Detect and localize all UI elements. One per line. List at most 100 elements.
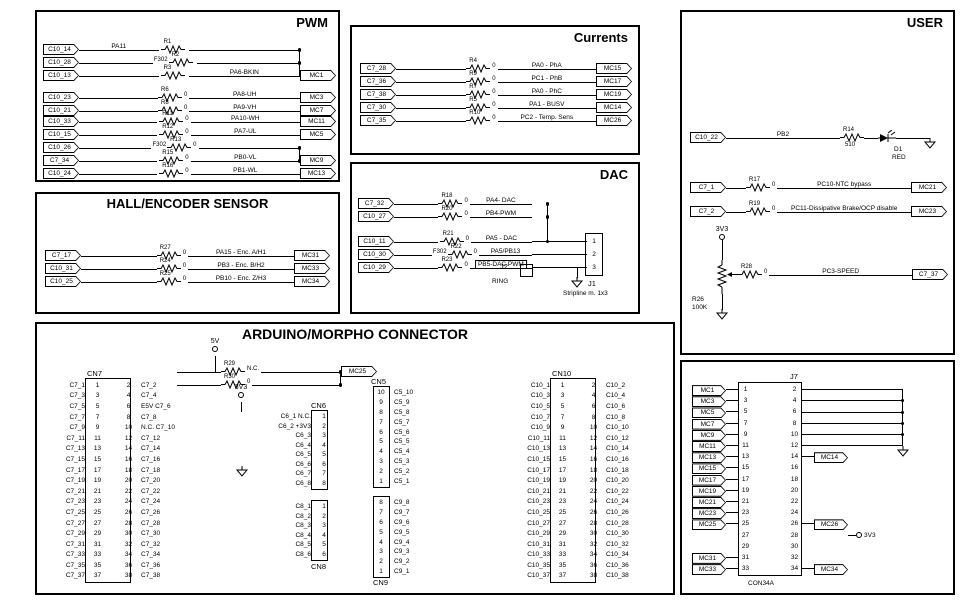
wire: PA4- DAC: [469, 196, 533, 209]
pin-number: 6: [379, 518, 383, 526]
pin-number: 4: [379, 538, 383, 546]
resistor-value: 0: [465, 236, 469, 242]
resistor-value: 0: [182, 276, 187, 282]
pin-number: 21: [93, 487, 102, 495]
wire: [79, 114, 158, 127]
wire: [177, 377, 221, 390]
dest-net-flag: MC31: [294, 250, 330, 261]
pin-net-label: C8_3: [295, 522, 311, 530]
connector-pin-row: MC23 23 24: [692, 507, 876, 518]
pin-net-label: C10_35: [527, 561, 550, 569]
connector-pin-row: MC7 7 8: [692, 418, 876, 429]
pin-net-label: C9_3: [394, 548, 410, 556]
dest-net-flag: MC19: [596, 89, 632, 100]
pin-net-label: C10_23: [527, 498, 550, 506]
connector-pin-row: 6 C9_6: [373, 518, 409, 528]
source-net-flag: C10_28: [43, 57, 79, 68]
source-net-flag: C10_30: [358, 249, 394, 260]
left-flag-group: MC19: [692, 484, 738, 497]
connector-outline: [585, 233, 603, 276]
pin-net-label: C6_4: [295, 441, 311, 449]
net-flag: MC23: [692, 508, 726, 519]
pin-net-label: C7_1: [69, 381, 85, 389]
currents-rows: C7_28 R4 0 PA0 - PhA MC15 C7_36 R9 0 PC1…: [360, 58, 632, 126]
connector-pin-row: 5 C5_5: [373, 437, 413, 447]
wire: [802, 412, 902, 413]
pin-net-label: C7_7: [69, 413, 85, 421]
pin-net-label: C5_4: [394, 448, 410, 456]
net-flag: MC21: [692, 497, 726, 508]
pin-number: 31: [741, 553, 750, 561]
pin-net-label: C7_15: [65, 455, 85, 463]
signal-row: C10_11 R21 0 PA5 - DAC: [358, 231, 568, 247]
pin-net-label: C7_17: [65, 466, 85, 474]
wire: PA11: [79, 42, 159, 55]
pin-number: 1: [95, 381, 100, 389]
power-rail-3v3: 3V3: [712, 226, 732, 240]
wire: [196, 55, 301, 68]
pin-number: 32: [589, 540, 598, 548]
pin-number: 10: [589, 424, 598, 432]
connector-pin-row: C7_7 7 8 C7_8: [45, 412, 175, 423]
wire: PC3-SPEED: [769, 267, 912, 280]
signal-row: C7_32 R18 0 PA4- DAC: [358, 193, 568, 209]
pin-number: 19: [93, 477, 102, 485]
net-flag: MC9: [692, 430, 726, 441]
resistor: R21: [439, 231, 464, 247]
pin-net-label: C10_2: [606, 381, 626, 389]
wire: PA8-UH: [189, 90, 300, 103]
pin-number: 37: [93, 572, 102, 580]
wire: [81, 274, 157, 287]
resistor: R7: [466, 84, 491, 100]
pin-number: 2: [322, 512, 326, 520]
wiper-arrow-icon: [726, 267, 738, 280]
net-flag: MC15: [692, 463, 726, 474]
pin-net-label: C10_15: [527, 455, 550, 463]
pin-net-label: C10_20: [606, 477, 629, 485]
connector-pin-row: MC9 9 10: [692, 429, 876, 440]
pwm-group3: C10_33 R11 0 PA10-WH MC11 C10_15 R12 0 P…: [43, 111, 336, 179]
connector-pin-row: C7_13 13 14 C7_14: [45, 444, 175, 455]
dest-net-flag: MC23: [911, 206, 947, 217]
connector-pin-row: 27 28 3V3: [692, 529, 876, 540]
pin-number: 28: [589, 519, 598, 527]
wire: PC11-Dissipative Brake/OCP disable: [777, 204, 911, 217]
wire: [394, 260, 439, 273]
pin-number: 10: [377, 389, 385, 397]
power-rail-3v3: 3V3: [231, 384, 251, 398]
left-flag-group: MC23: [692, 506, 738, 519]
connector-pin-row: C10_35 35 36 C10_36: [505, 560, 629, 571]
wire: [802, 434, 902, 435]
pin-net-label: C10_13: [527, 445, 550, 453]
connector-pin-row: C7_3 3 4 C7_4: [45, 391, 175, 402]
signal-row: C7_35 R10 0 PC2 - Temp. Sens MC26: [360, 110, 632, 126]
source-net-flag: C10_31: [45, 263, 81, 274]
pin-number: 18: [124, 466, 133, 474]
source-net-flag: C10_15: [43, 129, 79, 140]
pin-net-label: C10_18: [606, 466, 629, 474]
pin-number: 3: [379, 548, 383, 556]
connector-pin-row: 3 C9_3: [373, 547, 410, 557]
connector-name: J7: [790, 372, 798, 381]
pin-number: 30: [589, 530, 598, 538]
pin-number: 5: [322, 541, 326, 549]
pin-number: 24: [589, 498, 598, 506]
pin-net-label: C10_31: [527, 540, 550, 548]
signal-row: C10_29 R23 0 PB5-DAC PWM: [358, 257, 568, 273]
source-net-flag: C10_27: [358, 211, 394, 222]
pin-number: 16: [589, 455, 598, 463]
pin-number: 26: [790, 520, 799, 528]
wire: [726, 422, 738, 424]
resistor-value: 0: [764, 269, 768, 275]
pin-net-label: C5_5: [394, 438, 410, 446]
pin-net-label: C10_17: [527, 466, 550, 474]
connector-pin-row: C7_29 29 30 C7_30: [45, 528, 175, 539]
connector-name: CN9: [373, 578, 389, 587]
dest-net-flag: MC17: [596, 76, 632, 87]
connector-cn8: CN8 C8_1 1 C8_2 2 C8_3 3 C8_4 4 C8_5: [253, 500, 332, 571]
pin-net-label: C8_1: [295, 503, 311, 511]
wire: [396, 61, 467, 74]
connector-pin-row: C10_1 1 2 C10_2: [505, 380, 629, 391]
pin-number: 4: [792, 397, 797, 405]
